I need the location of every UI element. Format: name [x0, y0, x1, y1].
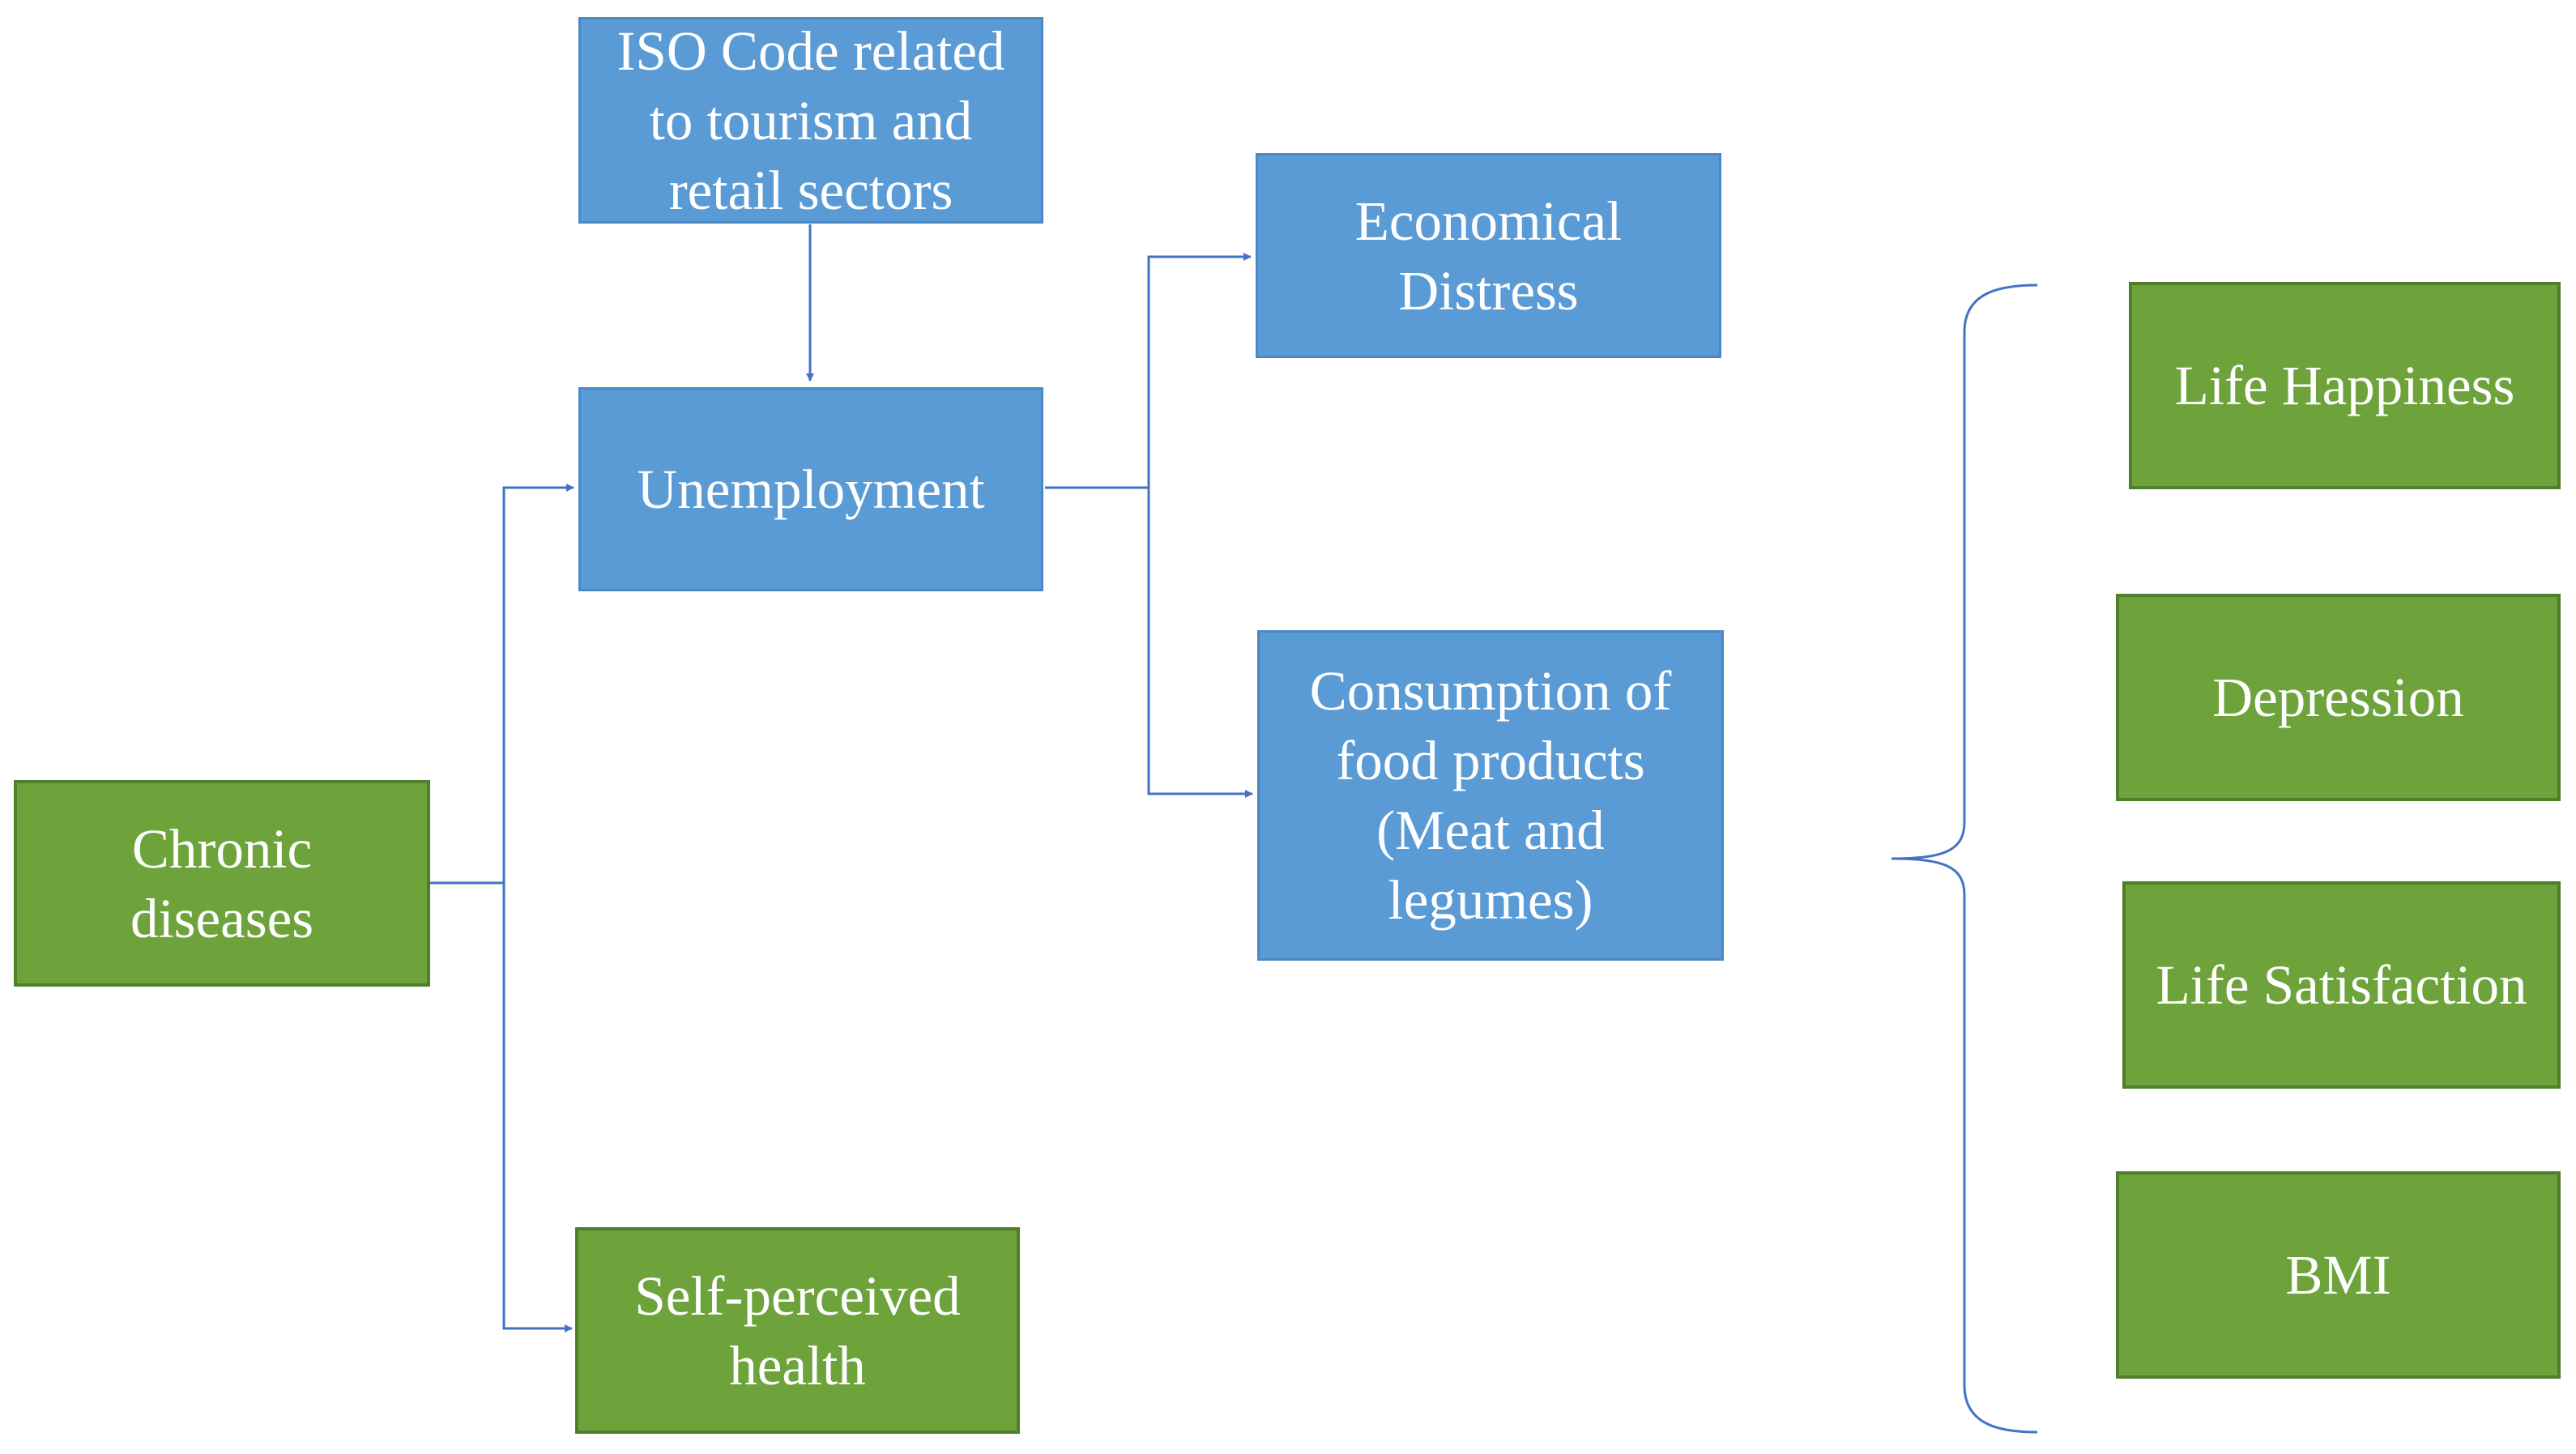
life-satisfaction-box: Life Satisfaction [2122, 881, 2561, 1089]
self-perceived-health-label: Self-perceived health [634, 1264, 961, 1396]
iso-code-label: ISO Code related to tourism and retail s… [616, 19, 1005, 221]
arrow-chronic-to-unemployment [502, 484, 574, 883]
consumption-label: Consumption of food products (Meat and l… [1309, 660, 1672, 931]
economical-distress-box: Economical Distress [1256, 153, 1721, 358]
life-happiness-box: Life Happiness [2129, 282, 2561, 489]
unemployment-box: Unemployment [578, 387, 1043, 591]
depression-box: Depression [2116, 594, 2561, 801]
iso-code-box: ISO Code related to tourism and retail s… [578, 17, 1043, 224]
depression-label: Depression [2212, 667, 2464, 728]
self-perceived-health-box: Self-perceived health [575, 1227, 1020, 1434]
arrow-unemployment-to-consumption [1147, 488, 1253, 798]
bmi-box: BMI [2116, 1171, 2561, 1379]
life-happiness-label: Life Happiness [2174, 355, 2515, 416]
life-satisfaction-label: Life Satisfaction [2156, 954, 2527, 1016]
arrow-unemployment-to-economical-distress [1147, 253, 1252, 488]
consumption-box: Consumption of food products (Meat and l… [1257, 630, 1724, 961]
chronic-diseases-label: Chronic diseases [130, 817, 314, 949]
chronic-diseases-box: Chronic diseases [14, 780, 430, 987]
bmi-label: BMI [2285, 1244, 2391, 1306]
outcomes-curly-brace [1891, 284, 2038, 1434]
arrow-chronic-to-self-perceived-health [502, 883, 573, 1332]
economical-distress-label: Economical Distress [1354, 190, 1623, 322]
unemployment-label: Unemployment [637, 458, 985, 520]
